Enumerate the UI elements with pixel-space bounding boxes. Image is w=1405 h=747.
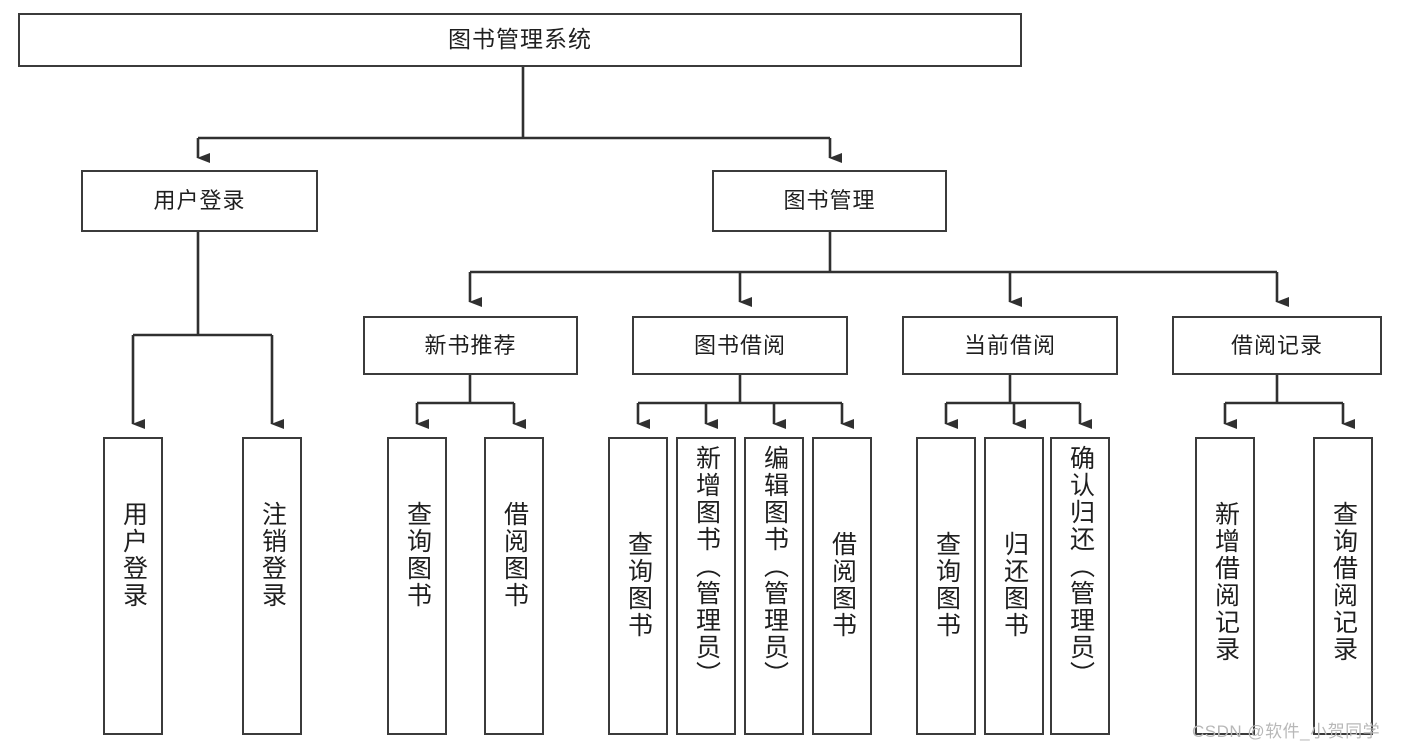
node-label: 用户登录	[119, 501, 148, 609]
leaf-query-borrow-record[interactable]: 查询借阅记录	[1313, 437, 1373, 735]
node-label: 新增借阅记录	[1211, 501, 1240, 663]
leaf-add-borrow-record[interactable]: 新增借阅记录	[1195, 437, 1255, 735]
node-label: 用户登录	[153, 188, 246, 214]
node-label: 借阅图书	[828, 531, 857, 639]
node-label: 归还图书	[1000, 531, 1029, 639]
node-label: 新增图书（管理员）	[692, 445, 721, 688]
leaf-borrow-book[interactable]: 借阅图书	[812, 437, 872, 735]
node-label: 查询图书	[403, 501, 432, 609]
node-label: 借阅记录	[1230, 332, 1323, 358]
node-book-borrow[interactable]: 图书借阅	[632, 316, 848, 375]
leaf-query-book-recommend[interactable]: 查询图书	[387, 437, 447, 735]
node-label: 注销登录	[258, 501, 287, 609]
leaf-return-book[interactable]: 归还图书	[984, 437, 1044, 735]
node-label: 借阅图书	[500, 501, 529, 609]
node-root-book-management-system[interactable]: 图书管理系统	[18, 13, 1022, 67]
leaf-user-login[interactable]: 用户登录	[103, 437, 163, 735]
node-label: 查询图书	[624, 531, 653, 639]
leaf-query-book-current[interactable]: 查询图书	[916, 437, 976, 735]
node-label: 新书推荐	[424, 332, 517, 358]
node-label: 图书管理	[783, 188, 876, 214]
node-current-borrow[interactable]: 当前借阅	[902, 316, 1118, 375]
node-borrow-record[interactable]: 借阅记录	[1172, 316, 1382, 375]
csdn-watermark: CSDN @软件_小贺同学	[1192, 722, 1381, 741]
leaf-confirm-return-admin[interactable]: 确认归还（管理员）	[1050, 437, 1110, 735]
node-new-book-recommend[interactable]: 新书推荐	[363, 316, 578, 375]
node-label: 编辑图书（管理员）	[760, 445, 789, 688]
node-label: 查询借阅记录	[1329, 501, 1358, 663]
leaf-edit-book-admin[interactable]: 编辑图书（管理员）	[744, 437, 804, 735]
leaf-borrow-book-recommend[interactable]: 借阅图书	[484, 437, 544, 735]
node-label: 图书管理系统	[448, 26, 592, 53]
node-label: 确认归还（管理员）	[1066, 445, 1095, 688]
node-label: 查询图书	[932, 531, 961, 639]
node-label: 图书借阅	[693, 332, 786, 358]
leaf-add-book-admin[interactable]: 新增图书（管理员）	[676, 437, 736, 735]
leaf-query-book-borrow[interactable]: 查询图书	[608, 437, 668, 735]
leaf-user-logout[interactable]: 注销登录	[242, 437, 302, 735]
node-user-login[interactable]: 用户登录	[81, 170, 318, 232]
node-label: 当前借阅	[963, 332, 1056, 358]
node-book-management[interactable]: 图书管理	[712, 170, 947, 232]
